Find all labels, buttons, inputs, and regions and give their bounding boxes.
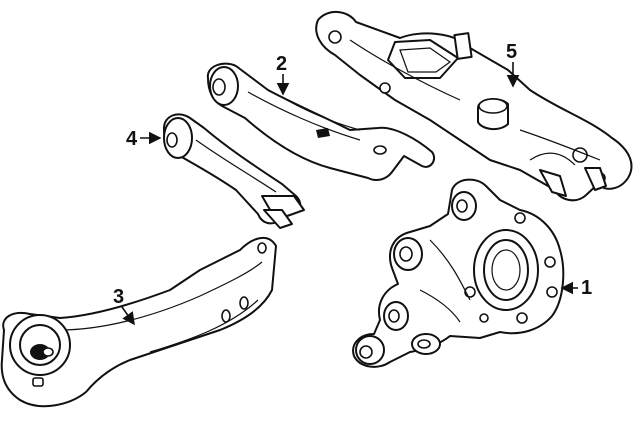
callout-4-label: 4 xyxy=(126,128,138,150)
part-1-knuckle[interactable] xyxy=(352,178,565,368)
callout-2: 2 xyxy=(276,53,290,96)
part-3-trailing-arm[interactable] xyxy=(0,236,277,408)
callout-3-label: 3 xyxy=(113,286,124,308)
callout-2-label: 2 xyxy=(276,53,287,75)
callout-5: 5 xyxy=(506,41,520,88)
callout-1-label: 1 xyxy=(581,277,592,299)
callout-3: 3 xyxy=(113,286,135,326)
part-4-lateral-link[interactable] xyxy=(163,113,305,229)
callout-1: 1 xyxy=(560,277,592,299)
part-2-upper-control-arm[interactable] xyxy=(206,62,436,181)
callout-4: 4 xyxy=(126,128,162,150)
callout-5-label: 5 xyxy=(506,41,517,63)
part-5-crossmember[interactable] xyxy=(315,11,633,202)
